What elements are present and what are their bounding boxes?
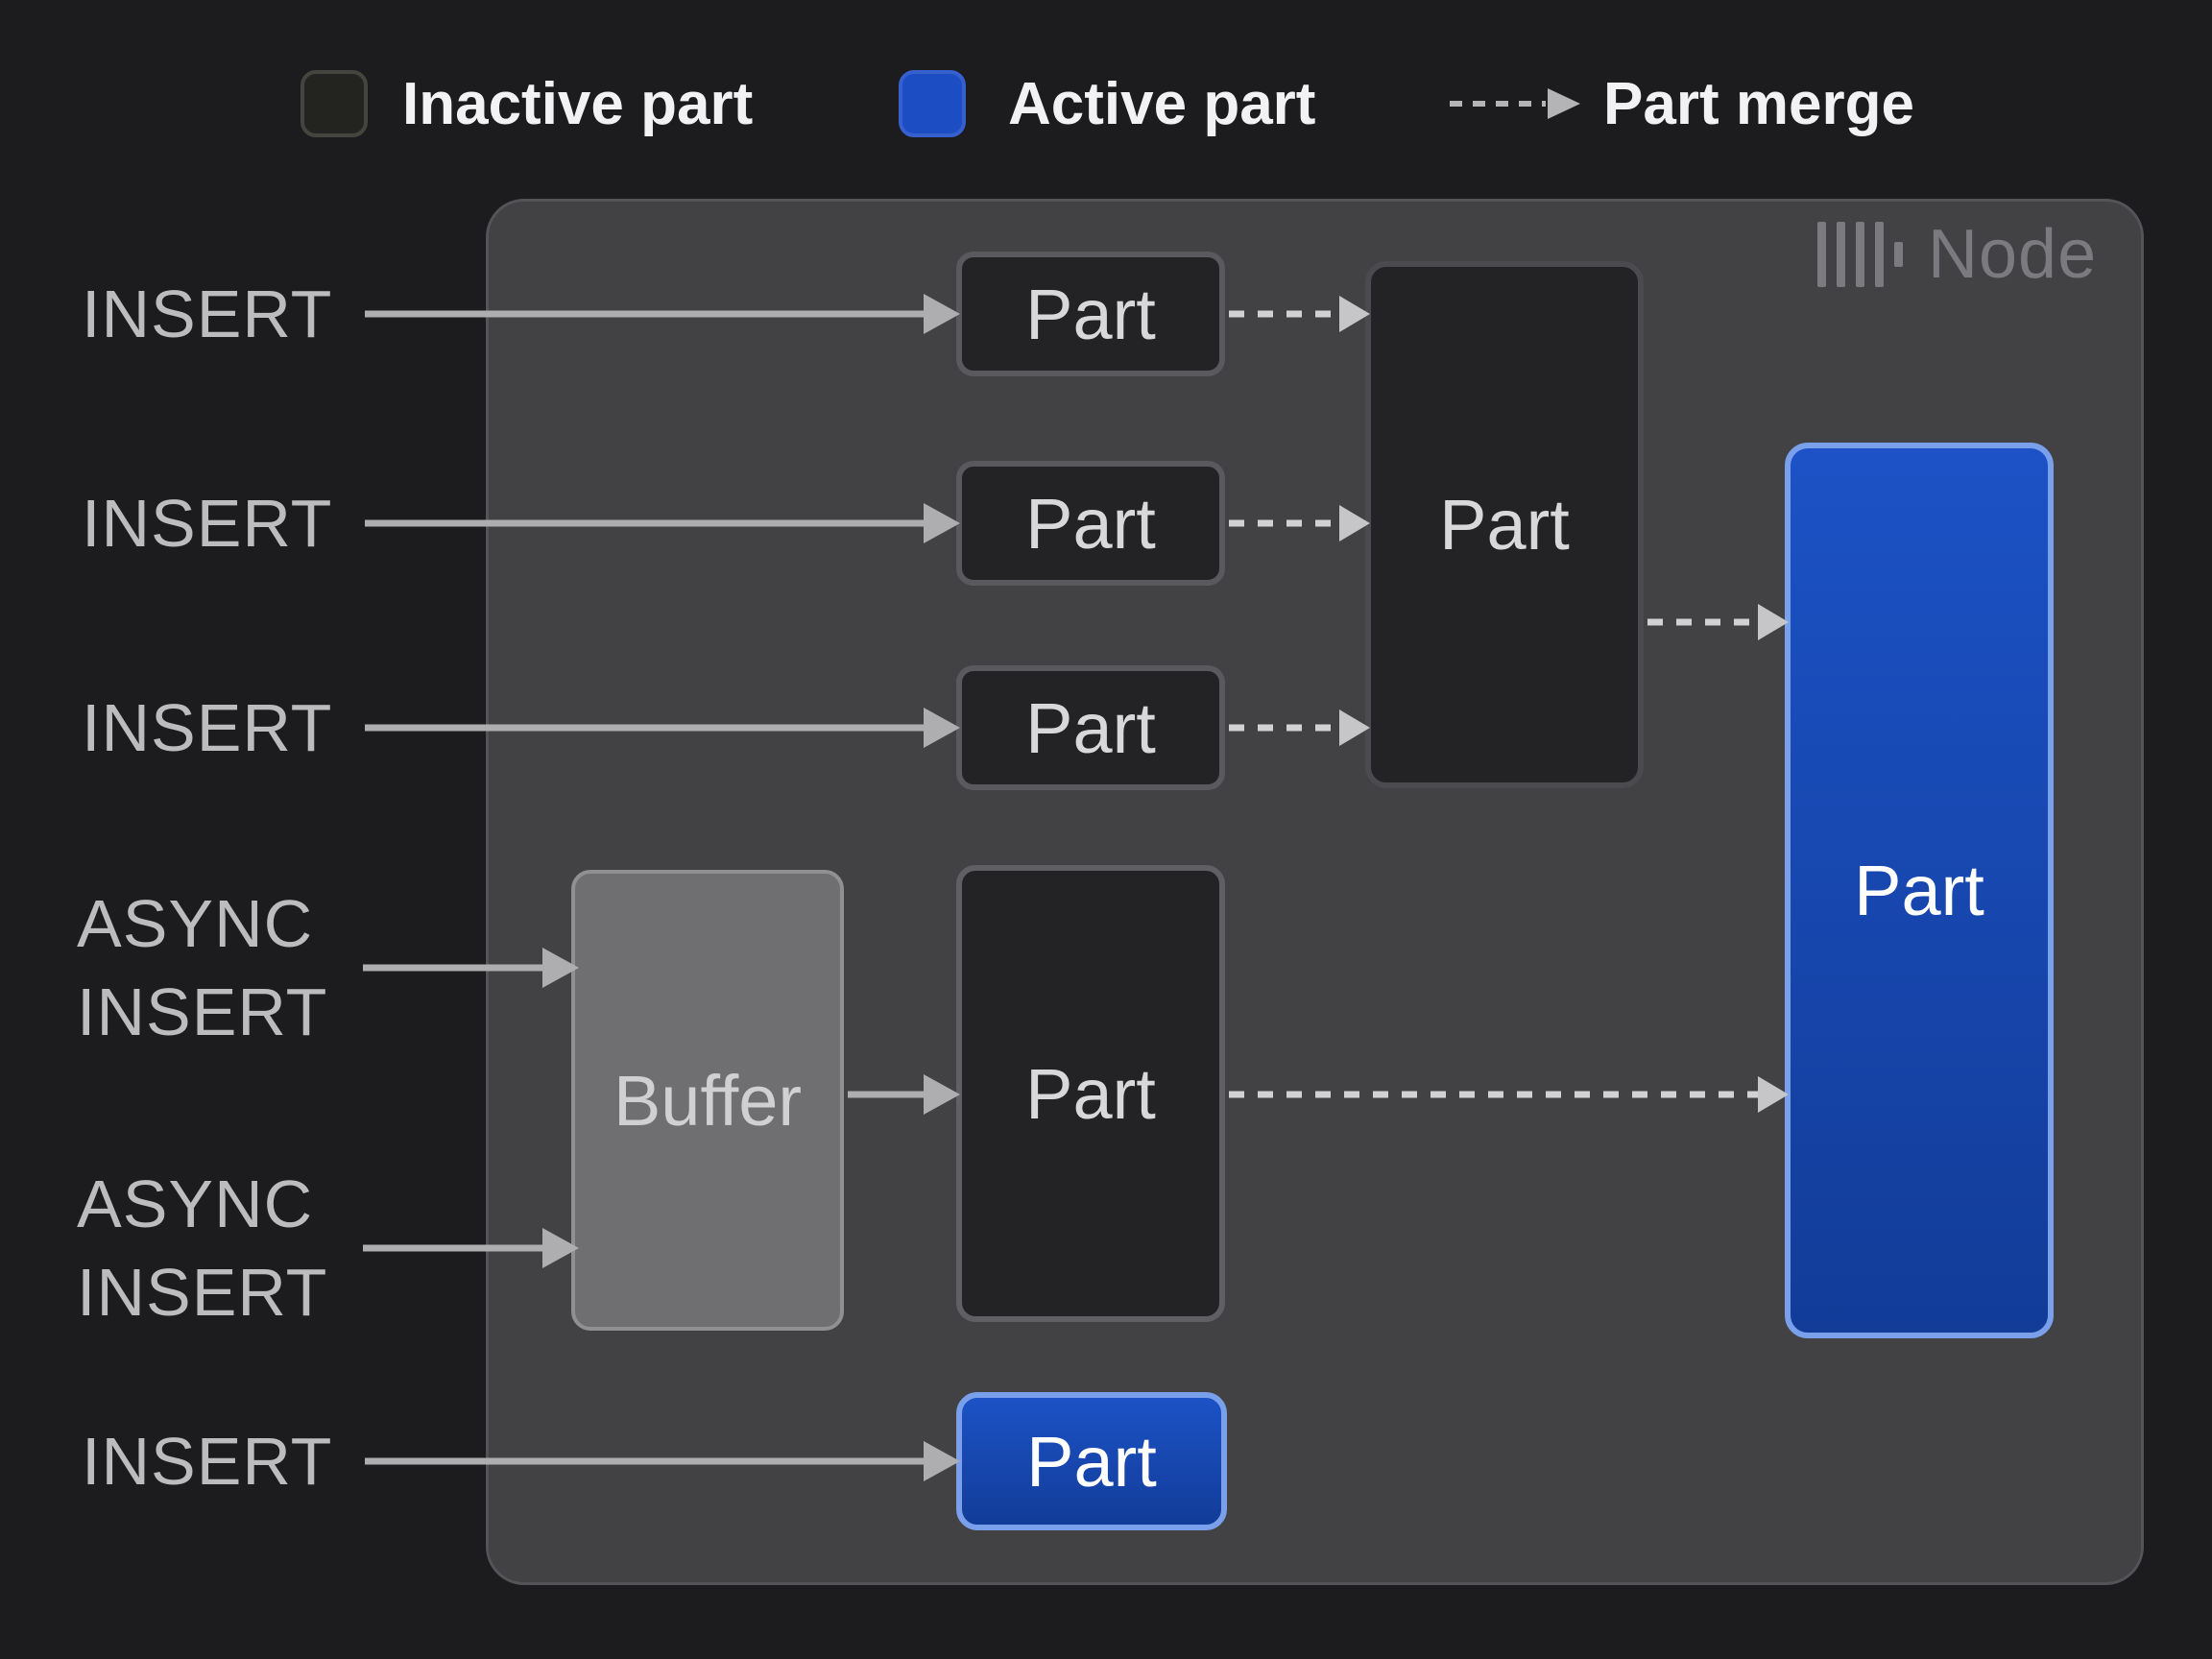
async-insert-label-1: ASYNC INSERT [77, 885, 328, 1049]
buffer-box-label: Buffer [613, 1060, 803, 1141]
insert-label-2: INSERT [82, 485, 333, 561]
active-part-box-small-label: Part [1026, 1421, 1157, 1502]
buffer-part-box-label: Part [1025, 1053, 1156, 1134]
merged-part-box: Part [1365, 261, 1644, 788]
buffer-part-box: Part [956, 865, 1225, 1322]
active-part-box-large-label: Part [1854, 851, 1984, 930]
active-part-box-small: Part [956, 1392, 1227, 1530]
legend-active-swatch [899, 70, 966, 137]
legend-inactive-swatch [301, 70, 368, 137]
part-box-1: Part [956, 252, 1225, 376]
insert-label-4: INSERT [82, 1423, 333, 1499]
part-box-1-label: Part [1025, 274, 1156, 354]
part-merge-arrow-icon [1450, 88, 1580, 119]
async-insert-label-2: ASYNC INSERT [77, 1166, 328, 1330]
insert-label-1: INSERT [82, 276, 333, 351]
legend-inactive-label: Inactive part [402, 70, 754, 137]
part-box-2: Part [956, 461, 1225, 586]
part-box-3-label: Part [1025, 687, 1156, 768]
node-header: Node [1817, 216, 2097, 293]
buffer-box: Buffer [571, 870, 844, 1331]
clickhouse-logo-icon [1817, 222, 1903, 287]
active-part-box-large: Part [1785, 443, 2054, 1338]
insert-label-3: INSERT [82, 689, 333, 765]
merged-part-box-label: Part [1439, 485, 1570, 565]
part-box-3: Part [956, 665, 1225, 790]
node-title: Node [1928, 216, 2098, 293]
part-box-2-label: Part [1025, 483, 1156, 564]
legend-active-label: Active part [1008, 70, 1316, 137]
legend-merge-label: Part merge [1603, 70, 1914, 137]
